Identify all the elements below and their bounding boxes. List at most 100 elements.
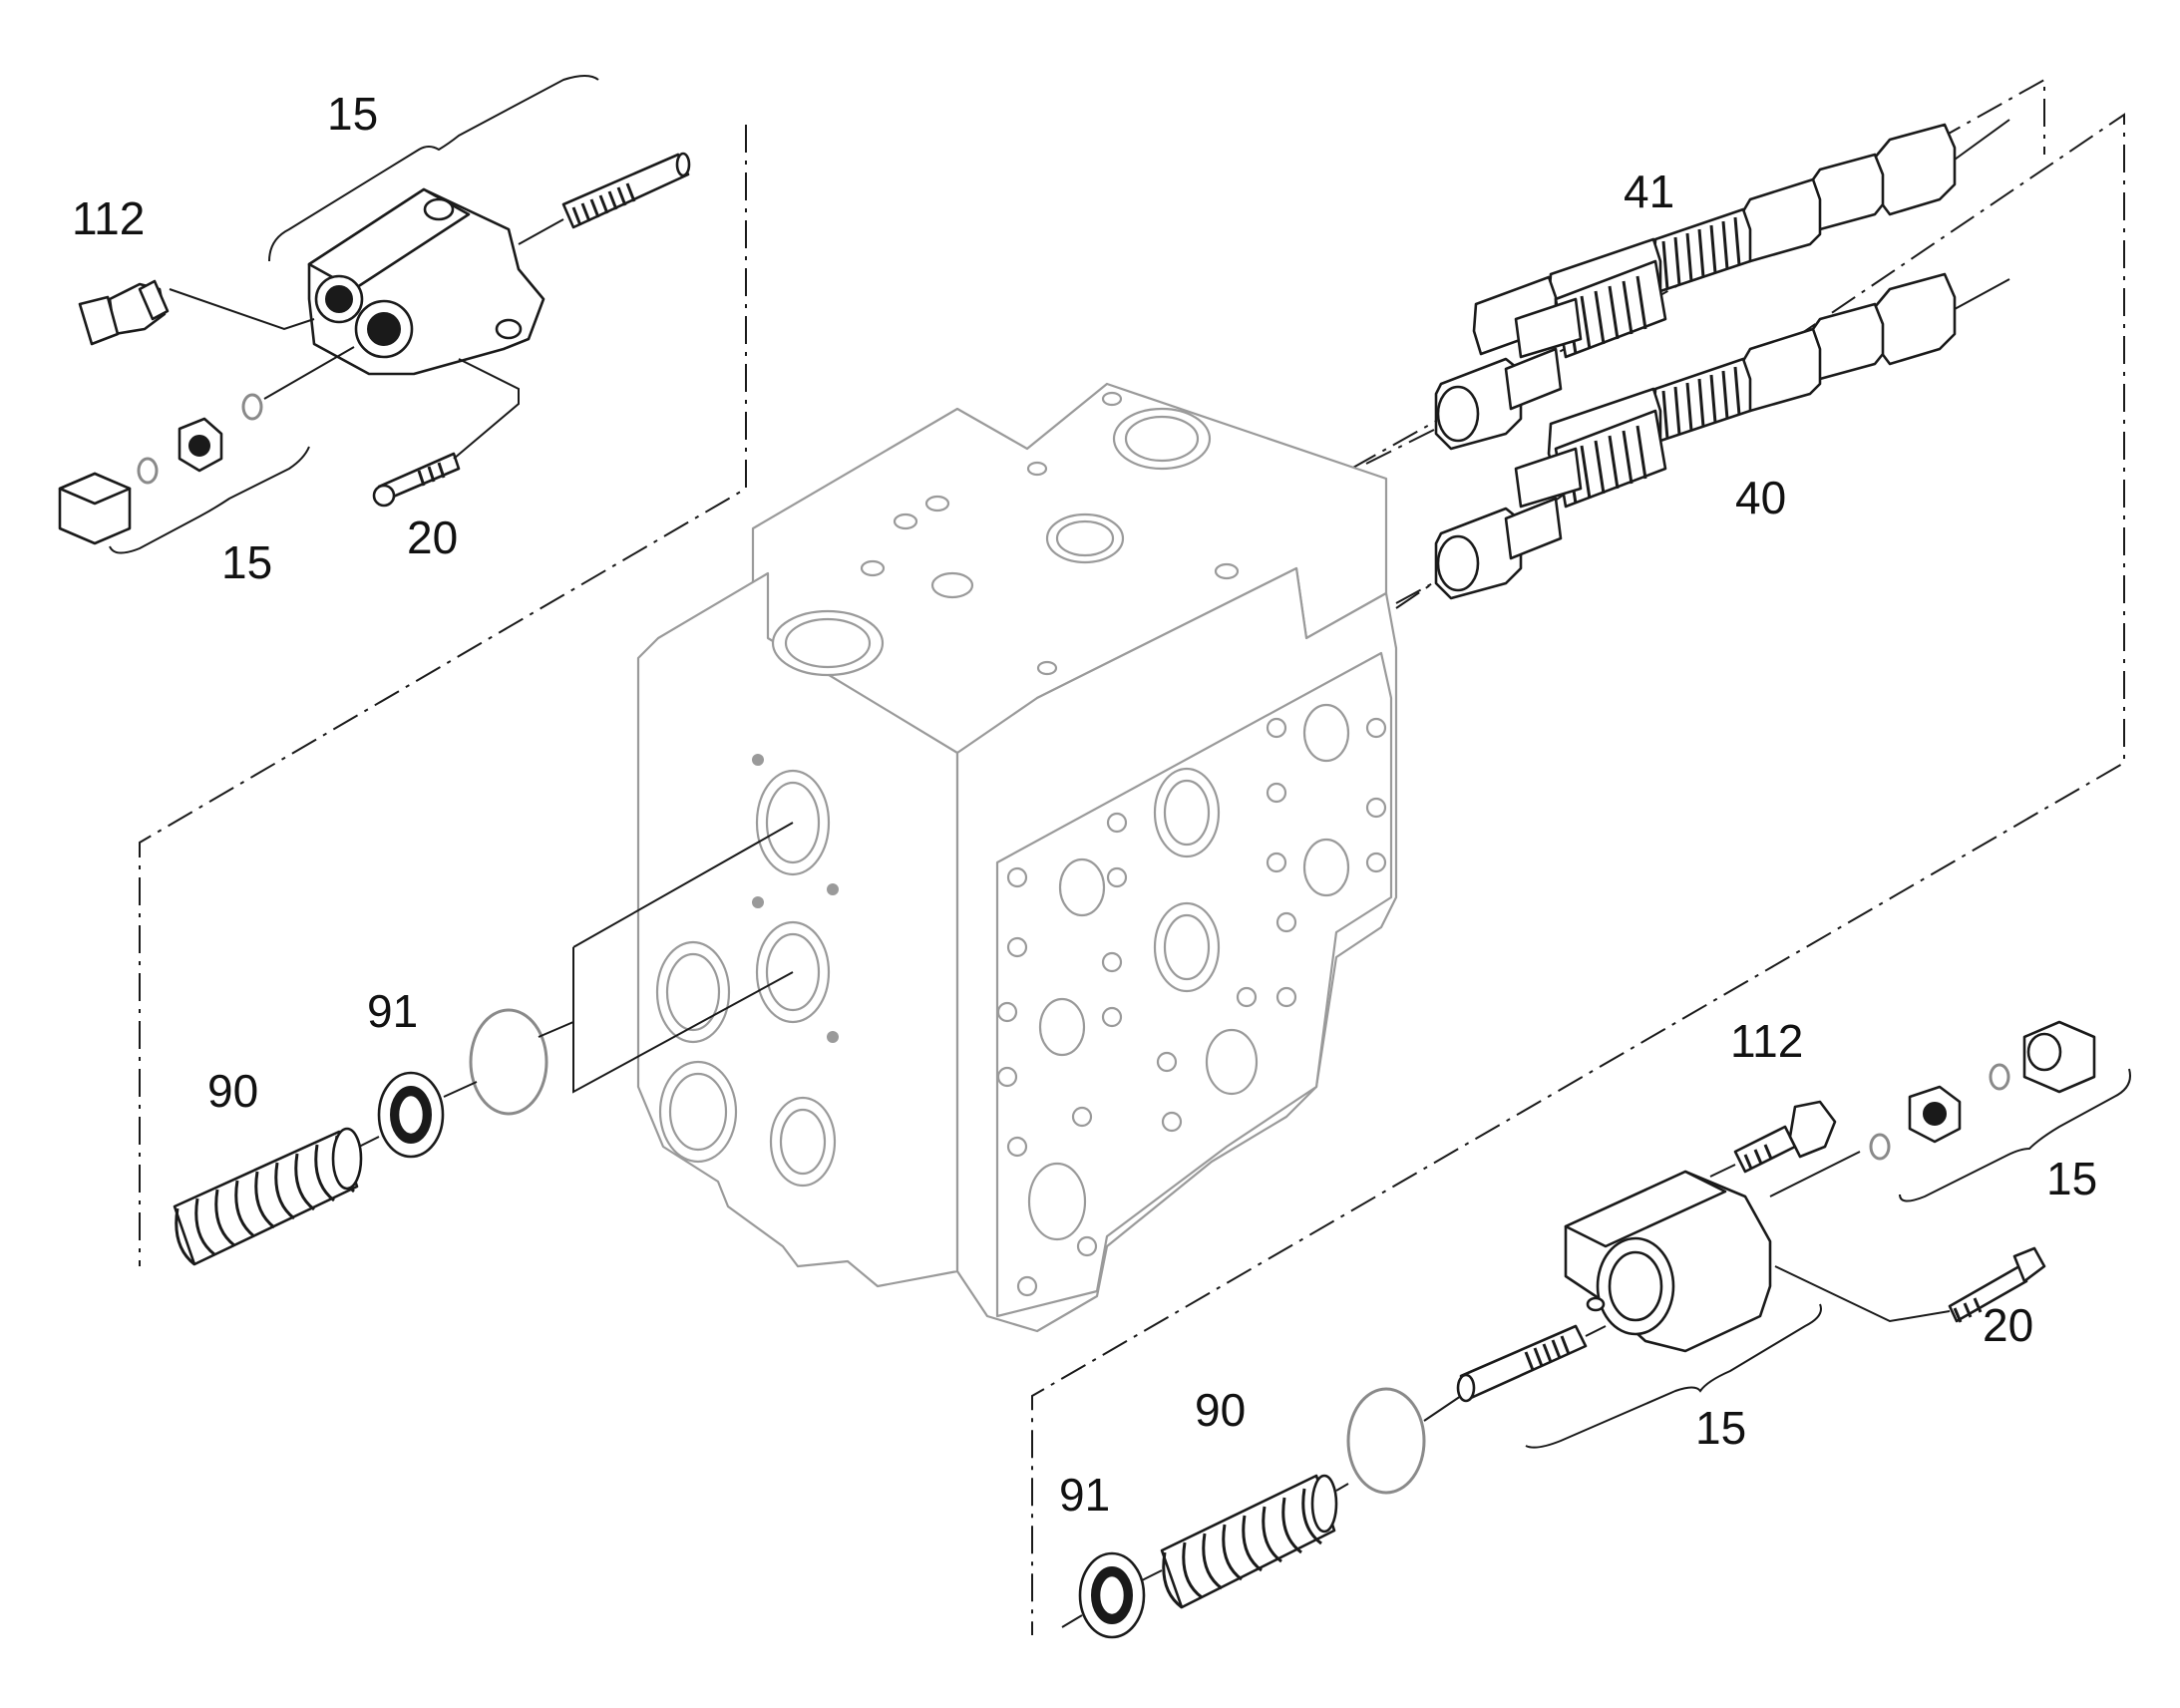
cover-port-right-inner	[367, 312, 401, 346]
callout-91-bottom: 91	[1059, 1469, 1110, 1521]
top-port-small-f	[1101, 391, 1123, 407]
centerline-spool-41-axis	[1365, 423, 1447, 465]
left-port-lower-left-inner	[668, 1072, 728, 1152]
brace-15-topnut	[109, 446, 310, 554]
right-port-middle-big-inner	[1163, 913, 1211, 981]
callout-15-bottom: 15	[1695, 1402, 1746, 1454]
spring-90-bottom-body	[1160, 1474, 1336, 1609]
leader-nut-top	[263, 346, 355, 400]
right-port-e	[1205, 1028, 1259, 1096]
retainer-91-left	[377, 1071, 445, 1159]
right-port-upper-big-inner	[1163, 779, 1211, 847]
cover-bottom-port-inner	[1608, 1250, 1663, 1322]
top-port-small-c	[924, 495, 950, 512]
spool-41-yoke-left	[1504, 347, 1563, 411]
spool-40-yoke-left	[1504, 497, 1563, 560]
spool-40-neck	[1514, 447, 1583, 509]
spring-90-left-body	[173, 1130, 359, 1266]
cap-nut-bottom	[2022, 1020, 2096, 1094]
bolt-20-top	[372, 452, 461, 508]
spool-41-end-face	[1436, 385, 1480, 443]
brace-15-top	[268, 75, 599, 262]
leader-41-tail	[1954, 119, 2010, 161]
hex-nut-bottom	[1908, 1085, 1962, 1144]
callout-15-top: 15	[327, 88, 378, 140]
left-face-dot-c	[752, 896, 764, 908]
leader-stud-top	[518, 218, 564, 245]
brace-15-bottom	[1525, 1303, 1822, 1449]
leader-20-bottom	[1774, 1265, 1951, 1323]
callout-90-left: 90	[207, 1065, 258, 1117]
right-port-a	[1302, 703, 1350, 763]
leader-bottom-spring-seal	[1335, 1483, 1349, 1492]
callout-15-topnut: 15	[221, 536, 272, 588]
spring-90-bottom-coils	[1162, 1488, 1322, 1609]
top-port-small-h	[1036, 660, 1058, 676]
callout-91-left: 91	[367, 985, 418, 1037]
screw-112-bottom	[1733, 1100, 1837, 1174]
callout-20-bottom: 20	[1983, 1299, 2033, 1351]
right-port-c	[1058, 857, 1106, 917]
spring-90-left-end-cap	[331, 1127, 363, 1191]
seal-ring-bottom-b	[1989, 1063, 2010, 1091]
callout-15-bottomnut: 15	[2046, 1153, 2097, 1204]
spool-41-end-cap-right	[1873, 123, 1957, 216]
centerline-top-left-frame	[139, 125, 747, 1266]
cover-stud	[561, 152, 691, 229]
spool-40-end-cap-right	[1873, 272, 1957, 366]
seal-ring-bottom-a	[1869, 1133, 1891, 1161]
callout-40: 40	[1735, 472, 1786, 523]
leader-20-top	[453, 358, 520, 460]
top-port-small-a	[930, 571, 974, 599]
right-port-f	[1027, 1162, 1087, 1241]
top-port-small-b	[893, 512, 918, 530]
bottom-cover-assembly	[1456, 1020, 2131, 1449]
spool-41-land-a	[1811, 153, 1885, 231]
leader-stud-bottom	[1585, 1325, 1607, 1337]
spool-41-neck	[1514, 297, 1583, 359]
leader-nut-bottom	[1769, 1151, 1861, 1197]
top-port-large-inner	[1124, 415, 1200, 463]
left-port-mid-left-inner	[665, 952, 721, 1032]
spool-40-end-face	[1436, 534, 1480, 592]
right-port-d	[1038, 997, 1086, 1057]
hex-nut-top	[178, 417, 223, 473]
top-port-small-g	[1214, 562, 1240, 580]
right-port-b	[1302, 838, 1350, 897]
top-port-left-inner	[784, 617, 872, 669]
seal-ring-top-b	[241, 393, 263, 421]
callout-41: 41	[1624, 166, 1674, 217]
callout-20-top: 20	[407, 512, 458, 563]
leader-40-tail	[1954, 278, 2010, 310]
top-port-small-e	[1026, 461, 1048, 477]
leader-112-bottom	[1709, 1164, 1736, 1178]
spool-41	[1434, 119, 2010, 451]
cap-nut-top	[58, 472, 132, 545]
top-port-small-d	[860, 559, 886, 577]
spool-40-land-a	[1811, 302, 1885, 381]
cover-side-flange-hole	[495, 318, 523, 340]
bottom-spring-assembly	[1061, 1387, 1462, 1639]
seal-ring-left	[469, 1008, 548, 1116]
left-face-dot-d	[827, 1031, 839, 1043]
left-spring-assembly	[173, 822, 794, 1266]
cover-port-left-inner	[325, 285, 353, 313]
leader-left-retainer-seal	[443, 1081, 478, 1098]
seal-ring-bottom	[1346, 1387, 1426, 1495]
cover-stud-bottom	[1456, 1324, 1588, 1403]
spool-41-land-b	[1741, 177, 1822, 263]
top-cover-assembly	[58, 75, 691, 554]
spool-40-land-b	[1741, 327, 1822, 413]
centerline-spool-40-frame	[1031, 113, 2125, 1635]
left-port-lower-right-inner	[779, 1108, 827, 1176]
leader-112-top	[169, 288, 315, 331]
left-face-dot-a	[752, 754, 764, 766]
valve-block	[636, 382, 1398, 1333]
callouts: 15 112 15 20 41 40 91 90 112 15 20 90 15…	[72, 88, 2097, 1521]
cover-bottom-flange-hole	[1586, 1296, 1606, 1312]
leader-bottom-seal-stud	[1423, 1395, 1462, 1422]
left-face-dot-b	[827, 883, 839, 895]
leader-bottom-retainer-spring	[1141, 1569, 1163, 1581]
